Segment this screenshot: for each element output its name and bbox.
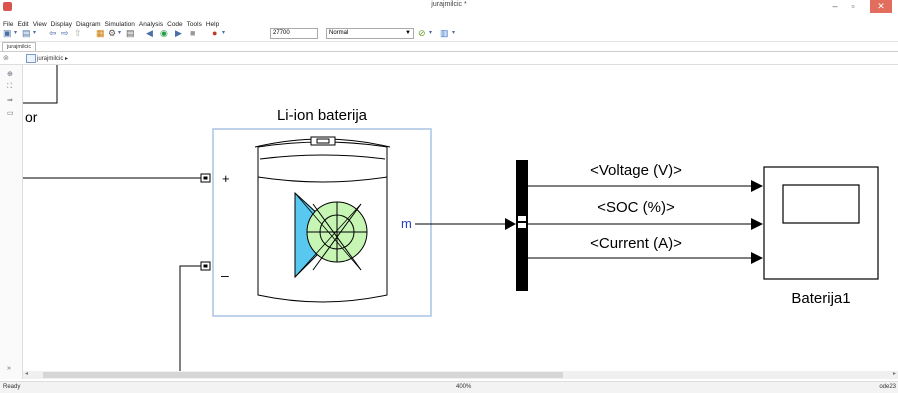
new-model-icon[interactable]: ▣ bbox=[3, 28, 12, 38]
save-icon[interactable]: ▤ bbox=[22, 28, 31, 38]
partial-block-label: or bbox=[25, 109, 38, 125]
toolbar: ▣ ▾ ▤ ▾ ⇦ ⇨ ⇧ ▦ ⚙ ▾ ▤ ◀ ◉ ▶ ■ ● ▾ ⊘ ▾ ▥ … bbox=[0, 25, 898, 42]
horizontal-scrollbar[interactable]: ◂ ▸ bbox=[23, 371, 898, 379]
scroll-left-icon[interactable]: ◂ bbox=[25, 371, 29, 377]
model-icon bbox=[26, 54, 36, 63]
plus-port-label: + bbox=[222, 171, 230, 186]
menu-help[interactable]: Help bbox=[205, 21, 220, 28]
step-forward-icon[interactable]: ▶ bbox=[175, 28, 182, 38]
menu-code[interactable]: Code bbox=[167, 21, 183, 28]
arrow-icon[interactable]: ⇒ bbox=[7, 97, 13, 104]
zoom-icon[interactable]: ⊕ bbox=[7, 71, 13, 78]
up-arrow-icon[interactable]: ⇧ bbox=[74, 28, 82, 38]
partial-block[interactable] bbox=[23, 65, 58, 104]
signal-line[interactable] bbox=[179, 265, 201, 377]
gear-icon[interactable]: ⚙ bbox=[108, 28, 117, 38]
chevron-down-icon[interactable]: ▾ bbox=[118, 30, 122, 36]
model-canvas[interactable]: or Li-ion baterija + – m bbox=[23, 65, 898, 377]
window-title: jurajmilcic * bbox=[431, 1, 467, 8]
chevron-down-icon[interactable]: ▾ bbox=[452, 30, 456, 36]
menu-display[interactable]: Display bbox=[50, 21, 72, 28]
minus-port-label: – bbox=[221, 267, 229, 283]
matlab-icon bbox=[3, 2, 12, 11]
stop-time-input[interactable]: 27700 bbox=[270, 28, 318, 39]
menu-edit[interactable]: Edit bbox=[17, 21, 29, 28]
battery-block-selection[interactable] bbox=[212, 128, 432, 317]
scope-screen bbox=[782, 184, 860, 224]
m-port-label: m bbox=[401, 216, 412, 231]
close-icon[interactable]: ✕ bbox=[870, 0, 892, 13]
library-browser-icon[interactable]: ▦ bbox=[96, 28, 105, 38]
run-icon[interactable]: ◉ bbox=[160, 28, 168, 38]
arrow-head bbox=[505, 218, 516, 230]
build-icon[interactable]: ▥ bbox=[440, 28, 449, 38]
stop-icon[interactable]: ■ bbox=[190, 28, 196, 38]
signal-label-current: <Current (A)> bbox=[590, 235, 682, 252]
image-icon[interactable]: ▭ bbox=[7, 110, 14, 117]
port-mark bbox=[203, 264, 208, 268]
chevron-down-icon: ▼ bbox=[405, 30, 411, 36]
simulation-mode-value: Normal bbox=[329, 30, 349, 36]
breadcrumb[interactable]: jurajmilcic ▸ bbox=[26, 54, 68, 63]
menu-analysis[interactable]: Analysis bbox=[138, 21, 164, 28]
chevron-down-icon[interactable]: ▾ bbox=[429, 30, 433, 36]
scope-block-label: Baterija1 bbox=[791, 290, 850, 307]
signal-label-soc: <SOC (%)> bbox=[597, 199, 675, 216]
maximize-icon[interactable]: ▫ bbox=[851, 1, 855, 11]
solver-name[interactable]: ode23 bbox=[879, 384, 896, 390]
menu-tools[interactable]: Tools bbox=[186, 21, 202, 28]
title-bar: jurajmilcic * – ▫ ✕ bbox=[0, 0, 898, 13]
address-bar: ⊚ jurajmilcic ▸ bbox=[0, 52, 898, 65]
back-arrow-icon[interactable]: ⇦ bbox=[49, 28, 57, 38]
breadcrumb-model: jurajmilcic bbox=[37, 56, 64, 63]
bus-selector-mark bbox=[518, 216, 526, 221]
scroll-right-icon[interactable]: ▸ bbox=[892, 371, 896, 377]
menu-view[interactable]: View bbox=[32, 21, 47, 28]
forward-arrow-icon[interactable]: ⇨ bbox=[61, 28, 69, 38]
chevron-down-icon[interactable]: ▾ bbox=[14, 30, 18, 36]
left-palette: ⊕ ⛶ ⇒ ▭ » bbox=[0, 65, 23, 379]
menu-file[interactable]: File bbox=[3, 21, 14, 28]
battery-cell-icon bbox=[254, 136, 391, 303]
model-advisor-icon[interactable]: ⊘ bbox=[418, 28, 426, 38]
hide-browser-icon[interactable]: ⊚ bbox=[3, 55, 9, 62]
arrow-head bbox=[751, 252, 763, 264]
model-tabs: jurajmilcic bbox=[0, 42, 898, 52]
scrollbar-thumb[interactable] bbox=[43, 372, 563, 378]
step-back-icon[interactable]: ◀ bbox=[146, 28, 153, 38]
record-icon[interactable]: ● bbox=[212, 28, 218, 38]
simulation-mode-select[interactable]: Normal ▼ bbox=[326, 28, 414, 39]
zoom-level: 400% bbox=[456, 384, 472, 390]
arrow-head bbox=[751, 218, 763, 230]
chevron-down-icon[interactable]: ▾ bbox=[222, 30, 226, 36]
port-mark bbox=[203, 176, 208, 180]
tab-model[interactable]: jurajmilcic bbox=[2, 42, 37, 51]
menu-simulation[interactable]: Simulation bbox=[104, 21, 135, 28]
signal-label-voltage: <Voltage (V)> bbox=[590, 162, 682, 179]
status-bar: Ready 400% ode23 bbox=[0, 381, 898, 393]
status-text: Ready bbox=[3, 384, 21, 390]
battery-block-title: Li-ion baterija bbox=[277, 107, 368, 124]
arrow-head bbox=[751, 180, 763, 192]
minimize-icon[interactable]: – bbox=[832, 1, 838, 11]
bus-selector-mark bbox=[518, 223, 526, 228]
menu-diagram[interactable]: Diagram bbox=[75, 21, 101, 28]
model-explorer-icon[interactable]: ▤ bbox=[126, 28, 135, 38]
chevron-down-icon[interactable]: ▾ bbox=[33, 30, 37, 36]
fit-to-view-icon[interactable]: ⛶ bbox=[7, 83, 12, 90]
expand-icon[interactable]: » bbox=[7, 365, 11, 372]
